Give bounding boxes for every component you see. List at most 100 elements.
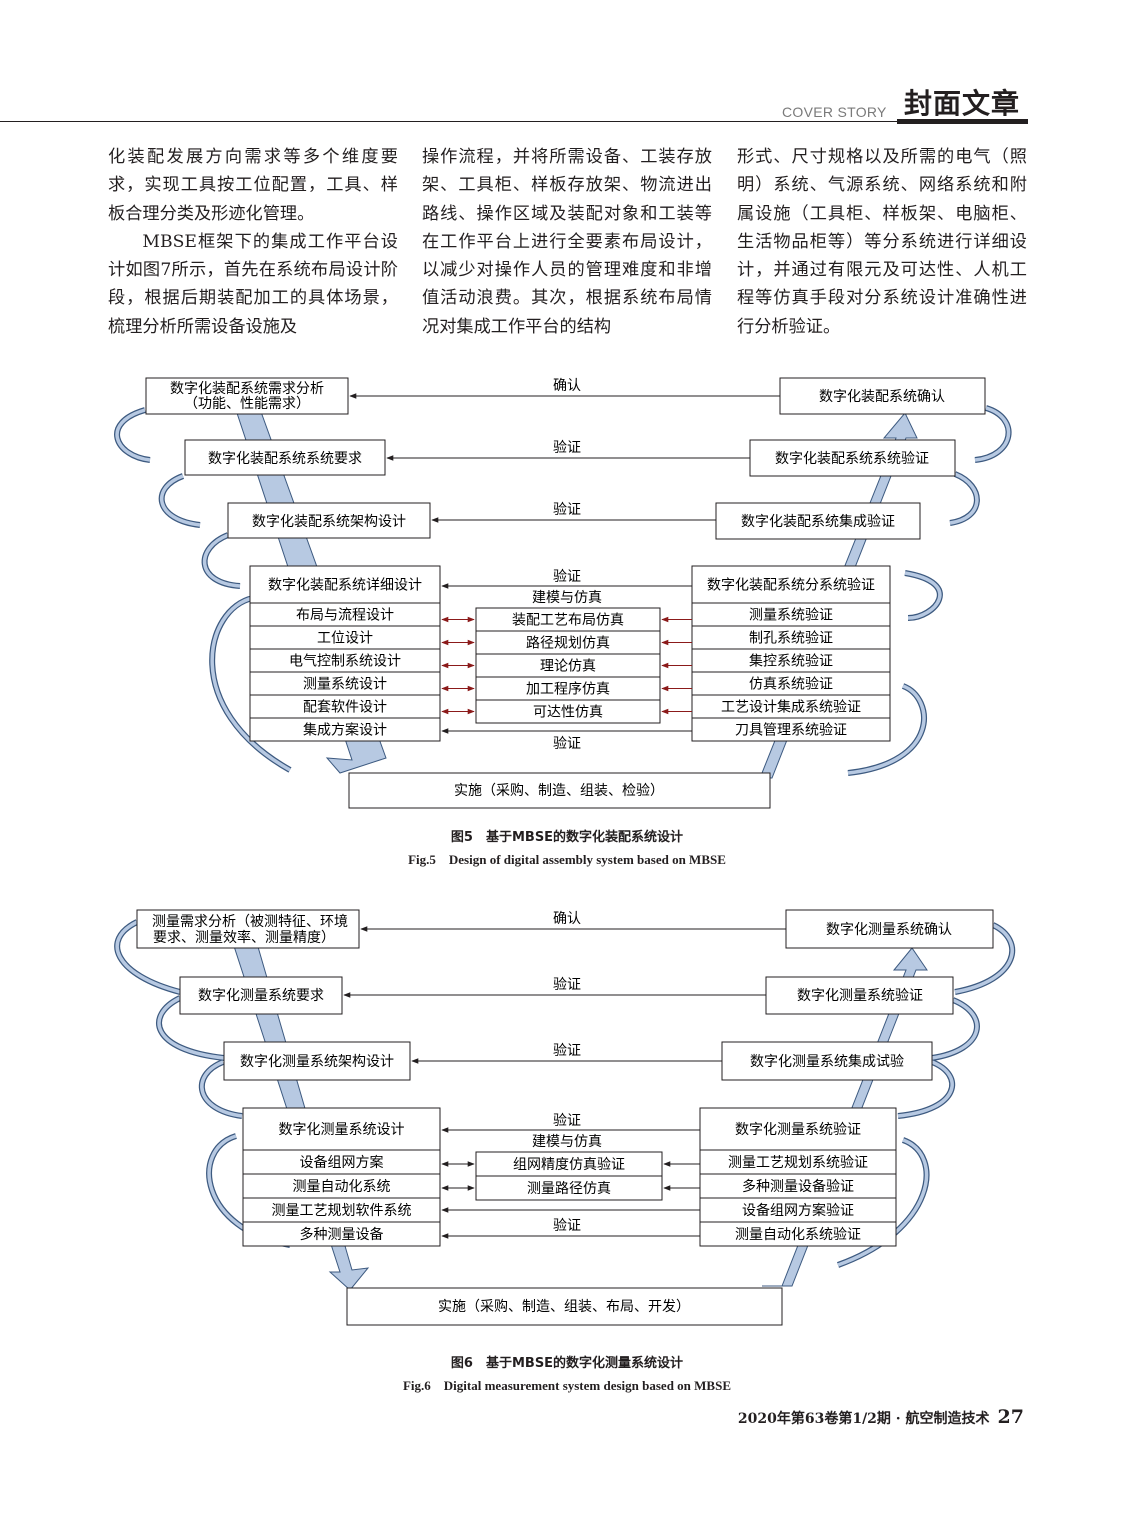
- sim-frame: [475, 607, 661, 724]
- box-label: 数字化测量系统要求: [198, 988, 324, 1004]
- arrow-label: 确认: [553, 911, 581, 927]
- measurement-verify-table: 数字化测量系统验证测量工艺规划系统验证多种测量设备验证设备组网方案验证测量自动化…: [699, 1107, 897, 1247]
- middle-title: 建模与仿真: [532, 590, 602, 606]
- box-label: 要求、测量效率、测量精度）: [153, 929, 335, 946]
- arrow-label: 确认: [553, 378, 581, 394]
- box-label: 数字化测量系统确认: [826, 922, 952, 938]
- box-label: 数字化装配系统架构设计: [252, 514, 406, 530]
- detail-row: 测量自动化系统: [293, 1179, 391, 1195]
- sim-row: 加工程序仿真: [526, 682, 610, 698]
- system-confirm-box: [779, 377, 986, 415]
- box-label: 数字化测量系统验证: [797, 988, 923, 1004]
- text-column-2: 操作流程，并将所需设备、工装存放架、工具柜、样板存放架、物流进出路线、操作区域及…: [422, 143, 712, 341]
- verify-frame: [699, 1107, 897, 1247]
- figure-6-caption-en: Fig.6 Digital measurement system design …: [402, 1378, 731, 1393]
- implementation-label: 实施（采购、制造、组装、检验）: [454, 783, 664, 799]
- loop-arrows-inner: [115, 406, 1011, 775]
- architecture-design-box: [223, 1041, 411, 1081]
- paragraph: 形式、尺寸规格以及所需的电气（照明）系统、气源系统、网络系统和附属设施（工具柜、…: [737, 147, 1027, 337]
- box-label: 测量需求分析（被测特征、环境: [152, 914, 348, 930]
- box-label: （功能、性能需求）: [184, 396, 310, 412]
- verify-frame: [691, 565, 891, 742]
- system-requirement-box: [179, 976, 343, 1015]
- sim-row: 测量路径仿真: [527, 1181, 611, 1197]
- detail-title: 数字化装配系统详细设计: [268, 578, 422, 594]
- table-links: [441, 1161, 700, 1213]
- system-verify-box: [749, 439, 956, 477]
- detail-row: 设备组网方案: [300, 1154, 384, 1171]
- implementation-label: 实施（采购、制造、组装、布局、开发）: [438, 1299, 690, 1315]
- requirement-analysis-box: [136, 909, 360, 949]
- section-label-en: COVER STORY: [782, 104, 887, 120]
- requirement-analysis-box: [145, 377, 349, 415]
- verify-title: 数字化装配系统分系统验证: [707, 578, 875, 594]
- figure-5-caption-cn: 图5 基于MBSE的数字化装配系统设计: [450, 830, 684, 845]
- box-label: 数字化装配系统系统验证: [775, 451, 929, 467]
- verify-row: 多种测量设备验证: [742, 1178, 854, 1195]
- verify-row: 设备组网方案验证: [742, 1202, 854, 1219]
- header-rule: [0, 121, 1028, 122]
- system-confirm-box: [785, 909, 994, 949]
- section-label-cn: 封面文章: [904, 87, 1021, 120]
- verify-row: 仿真系统验证: [749, 677, 833, 693]
- integration-verify-box: [715, 502, 921, 540]
- detail-frame: [249, 565, 441, 742]
- arrow-label: 验证: [553, 1113, 581, 1129]
- paragraph: 化装配发展方向需求等多个维度要求，实现工具按工位配置，工具、样板合理分类及形迹化…: [108, 147, 398, 224]
- implementation-box: [346, 1287, 783, 1326]
- figure-5-caption-en: Fig.5 Design of digital assembly system …: [408, 852, 726, 867]
- verify-row: 测量系统验证: [749, 608, 833, 624]
- detail-row: 工位设计: [317, 631, 373, 647]
- paragraph: 操作流程，并将所需设备、工装存放架、工具柜、样板存放架、物流进出路线、操作区域及…: [422, 147, 712, 337]
- architecture-design-box: [227, 502, 431, 539]
- arrow-label: 验证: [553, 1218, 581, 1234]
- box-label: 数字化测量系统架构设计: [240, 1054, 394, 1070]
- detail-design-table: 数字化装配系统详细设计布局与流程设计工位设计电气控制系统设计测量系统设计配套软件…: [249, 565, 441, 742]
- detail-row: 电气控制系统设计: [289, 654, 401, 670]
- arrow-label: 验证: [553, 977, 581, 993]
- text-column-1: 化装配发展方向需求等多个维度要求，实现工具按工位配置，工具、样板合理分类及形迹化…: [108, 143, 398, 341]
- detail-row: 测量系统设计: [303, 677, 387, 693]
- loop-arrows-inner: [115, 920, 1014, 1267]
- header-rule-accent: [897, 119, 1028, 124]
- verify-row: 制孔系统验证: [749, 631, 833, 647]
- detail-row: 集成方案设计: [303, 722, 387, 739]
- detail-row: 测量工艺规划软件系统: [272, 1203, 412, 1219]
- box-label: 数字化装配系统集成验证: [741, 513, 895, 530]
- arrow-label: 验证: [553, 736, 581, 752]
- verify-title: 数字化测量系统验证: [735, 1122, 861, 1138]
- verify-row: 测量自动化系统验证: [735, 1227, 861, 1243]
- text-column-3: 形式、尺寸规格以及所需的电气（照明）系统、气源系统、网络系统和附属设施（工具柜、…: [737, 143, 1027, 341]
- sim-row: 组网精度仿真验证: [513, 1157, 625, 1173]
- box-label: 数字化装配系统需求分析: [170, 381, 324, 397]
- detail-row: 多种测量设备: [300, 1226, 384, 1243]
- sim-row: 可达性仿真: [533, 705, 603, 721]
- sim-row: 装配工艺布局仿真: [512, 613, 624, 629]
- implementation-box: [348, 772, 771, 809]
- issue-info: 2020年第63卷第1/2期 · 航空制造技术: [737, 1411, 990, 1427]
- box-label: 数字化装配系统确认: [819, 389, 945, 405]
- sim-row: 理论仿真: [540, 659, 596, 675]
- paragraph: MBSE框架下的集成工作平台设计如图7所示，首先在系统布局设计阶段，根据后期装配…: [108, 231, 398, 337]
- arrow-label: 验证: [553, 569, 581, 585]
- figure-6-v-diagram: 测量需求分析（被测特征、环境 要求、测量效率、测量精度） 数字化测量系统要求 数…: [114, 909, 1016, 1326]
- box-label: 数字化装配系统系统要求: [208, 451, 362, 467]
- figure-6-caption-cn: 图6 基于MBSE的数字化测量系统设计: [450, 1356, 684, 1371]
- figure-5-v-diagram: 数字化装配系统需求分析 （功能、性能需求） 数字化装配系统系统要求 数字化装配系…: [114, 377, 1012, 809]
- arrow-label: 验证: [553, 502, 581, 518]
- arrow-label: 验证: [553, 1043, 581, 1059]
- system-requirement-box: [184, 439, 386, 476]
- verify-row: 工艺设计集成系统验证: [721, 699, 861, 716]
- verify-row: 集控系统验证: [749, 653, 833, 670]
- sim-row: 路径规划仿真: [526, 636, 610, 652]
- box-label: 数字化测量系统集成试验: [750, 1053, 904, 1070]
- detail-row: 布局与流程设计: [296, 608, 394, 624]
- verify-row: 测量工艺规划系统验证: [728, 1155, 868, 1171]
- detail-frame: [242, 1107, 441, 1247]
- system-verify-box: [765, 976, 954, 1015]
- middle-title: 建模与仿真: [532, 1134, 602, 1150]
